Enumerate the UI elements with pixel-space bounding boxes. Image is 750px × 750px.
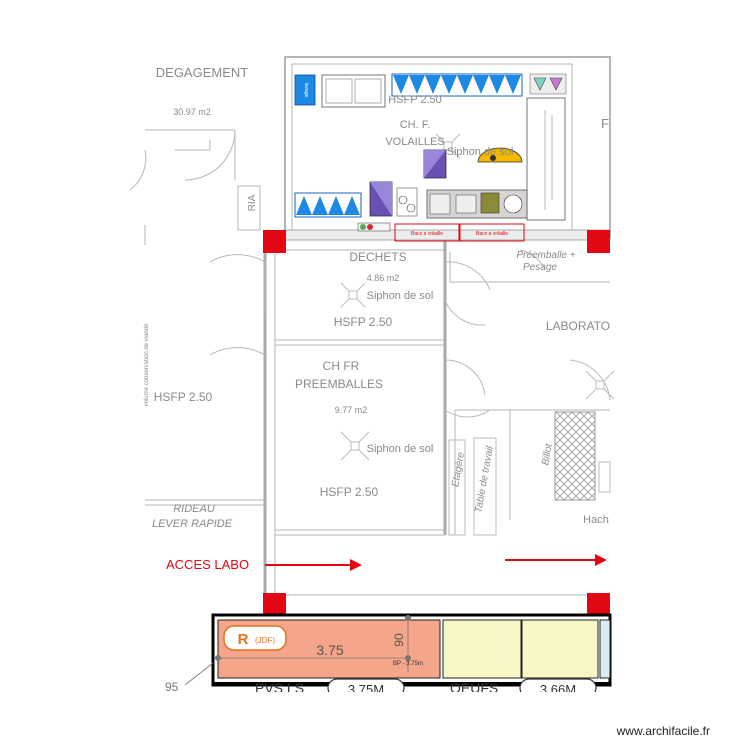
bottom-strip: R (JDF) 3.75 90 BP - 3.75m 95 PVS LS 3.7… <box>140 613 620 722</box>
dechets-hsfp: HSFP 2.50 <box>334 315 393 329</box>
room-name-ch-fr-1: CH FR <box>323 359 360 373</box>
siphon-icon <box>340 431 370 461</box>
room-name-dechets: DECHETS <box>349 250 406 264</box>
dimension-label: 3.75 <box>316 642 343 658</box>
gem-icon <box>533 77 547 91</box>
ch-fr-hsfp: HSFP 2.50 <box>320 485 379 499</box>
room-name-preemballe-1: Préemballe + <box>516 250 575 261</box>
billot <box>554 411 596 501</box>
acces-labo: ACCES LABO <box>166 554 607 572</box>
arrow-right-icon <box>350 559 362 571</box>
washing-unit <box>294 74 316 106</box>
siphon-icon <box>585 370 615 400</box>
room-name-ch-f-1: CH. F. <box>400 119 431 131</box>
r-badge-letter: R <box>238 631 249 648</box>
blue-zone <box>599 619 611 679</box>
room-name-ch-fr-2: PREEMBALLES <box>295 377 383 391</box>
r-badge <box>223 625 287 651</box>
ch-f-hsfp: HSFP 2.50 <box>388 94 442 106</box>
room-area-degagement: 30.97 m2 <box>173 107 211 117</box>
red-column <box>263 593 286 616</box>
room-name-degagement: DEGAGEMENT <box>156 65 249 80</box>
tall-cabinet <box>526 97 566 221</box>
sink <box>321 74 386 108</box>
ch-f-siphon: Siphon de sol <box>447 146 514 158</box>
bp-note: BP - 3.75m <box>393 661 423 667</box>
lab-furniture <box>448 411 611 536</box>
gauge <box>357 222 391 232</box>
poultry-bin-right-label: Bacs a volaille <box>476 231 508 237</box>
dim-left: 95 <box>165 680 179 694</box>
gem-icon <box>549 77 563 91</box>
room-area-dechets: 4.86 m2 <box>367 273 400 283</box>
poultry-bin-left-label: Bacs a volaille <box>411 231 443 237</box>
work-table <box>473 437 497 536</box>
triangle-shelf-top <box>391 73 523 97</box>
arrow-right-icon <box>595 554 607 566</box>
left-hsfp: HSFP 2.50 <box>154 390 213 404</box>
gem-box <box>529 73 567 95</box>
room-area-ch-fr: 9.77 m2 <box>335 405 368 415</box>
acces-labo-label: ACCES LABO <box>166 557 249 572</box>
triangle-shelf-bottom <box>294 192 362 218</box>
yellow-zone-1 <box>442 619 522 679</box>
vertical-note: volume conservation de viande <box>144 323 150 406</box>
room-name-preemballe-2: Pesage <box>523 262 557 273</box>
watermark[interactable]: www.archifacile.fr <box>616 724 710 738</box>
billot-label: Billot <box>540 442 555 466</box>
ria-label: RIA <box>247 194 258 211</box>
washing-unit-label: lavage <box>303 83 309 98</box>
work-table-label: Table de travail <box>473 445 496 514</box>
hach-label: Hach <box>583 514 609 526</box>
rideau-label-1: RIDEAU <box>173 503 215 515</box>
equipment: lavage <box>294 73 567 242</box>
red-column <box>587 593 610 616</box>
room-name-ch-f-2: VOLAILLES <box>385 136 444 148</box>
siphon-icons <box>340 133 615 461</box>
yellow-half-table <box>477 147 523 163</box>
room-labels: DEGAGEMENT 30.97 m2 HSFP 2.50 CH. F. VOL… <box>144 65 610 530</box>
r-badge-sub: (JDF) <box>255 636 275 645</box>
yellow-zone-2 <box>521 619 599 679</box>
siphon-icon <box>340 282 366 308</box>
right-letter: F <box>601 116 609 131</box>
height-mark: 90 <box>392 633 406 647</box>
red-column <box>263 230 286 253</box>
room-name-laboratoire: LABORATO <box>546 319 610 333</box>
red-column <box>587 230 610 253</box>
poultry-bin-right <box>459 223 525 242</box>
dechets-siphon: Siphon de sol <box>367 290 434 302</box>
etagere <box>448 439 466 536</box>
poultry-bin-left <box>394 223 460 242</box>
red-columns <box>263 230 610 616</box>
rideau-label-2: LEVER RAPIDE <box>152 518 233 530</box>
ch-fr-siphon: Siphon de sol <box>367 443 434 455</box>
